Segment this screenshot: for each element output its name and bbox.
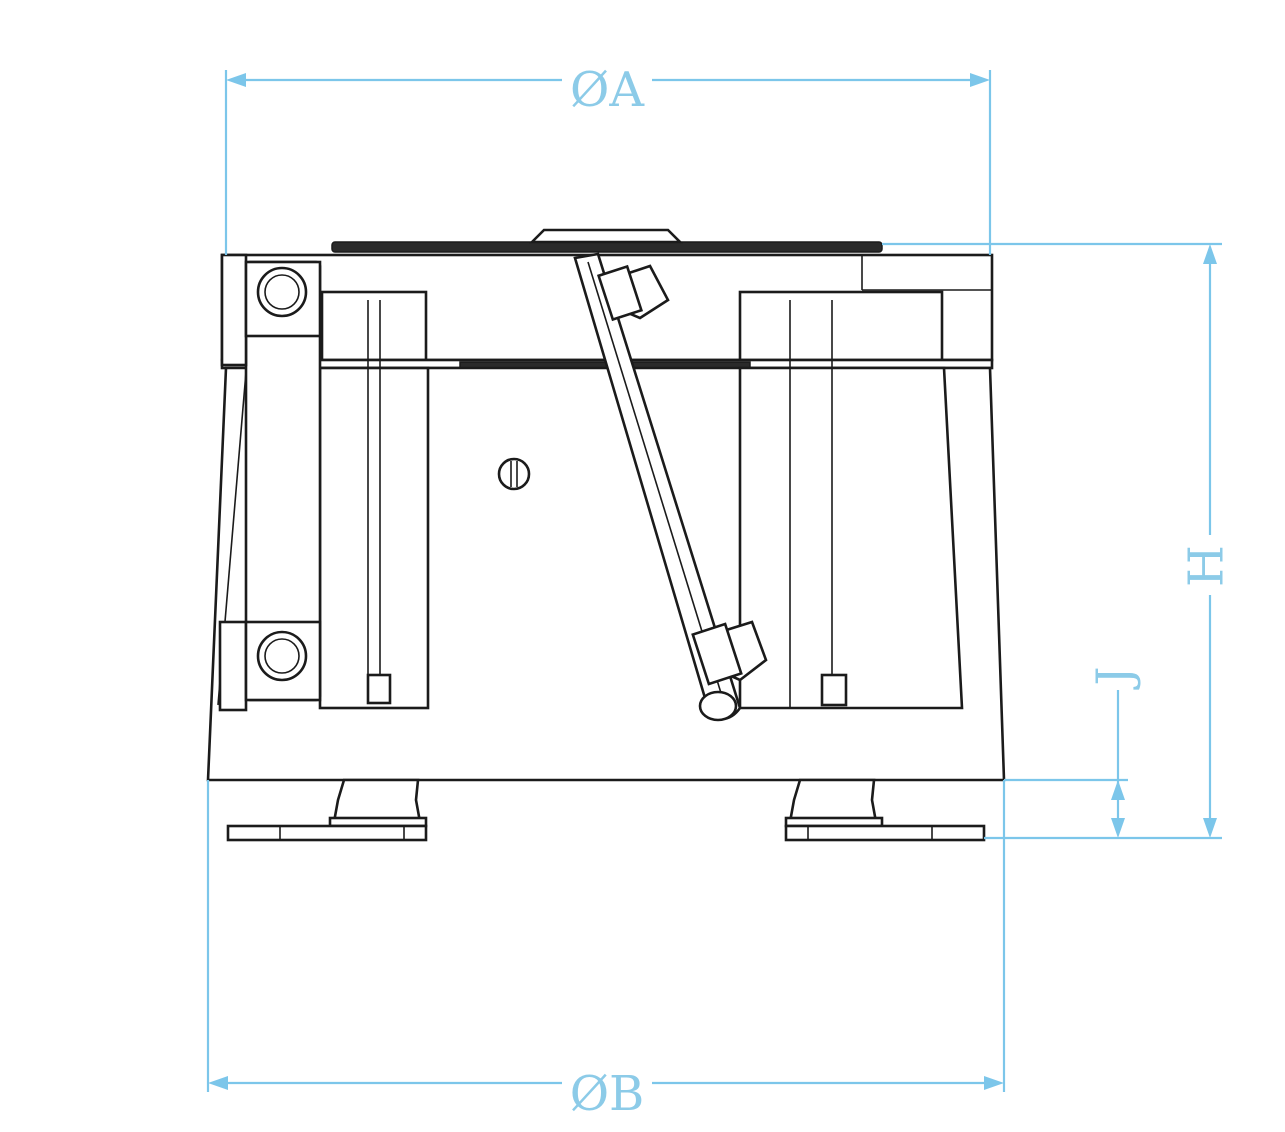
machine-body (206, 228, 1006, 842)
dimension-label-b: ØB (570, 1066, 645, 1122)
sight-hole (497, 457, 531, 491)
dimension-h: H (882, 242, 1235, 840)
right-foot (784, 778, 986, 842)
dimension-j: J (1004, 666, 1143, 838)
left-foot (226, 778, 428, 842)
dimension-label-a: ØA (570, 62, 645, 118)
dimension-label-j: J (1087, 666, 1143, 690)
dimension-label-h: H (1179, 545, 1235, 587)
dimension-a: ØA (224, 62, 992, 255)
left-upper-block (320, 290, 428, 362)
right-upper-block (738, 290, 944, 362)
dimension-b: ØB (206, 780, 1006, 1122)
left-chamber (318, 366, 430, 710)
right-chamber (738, 366, 964, 710)
linkage-arm (573, 252, 768, 722)
top-cover-plate (331, 241, 883, 253)
top-cap (528, 228, 684, 244)
